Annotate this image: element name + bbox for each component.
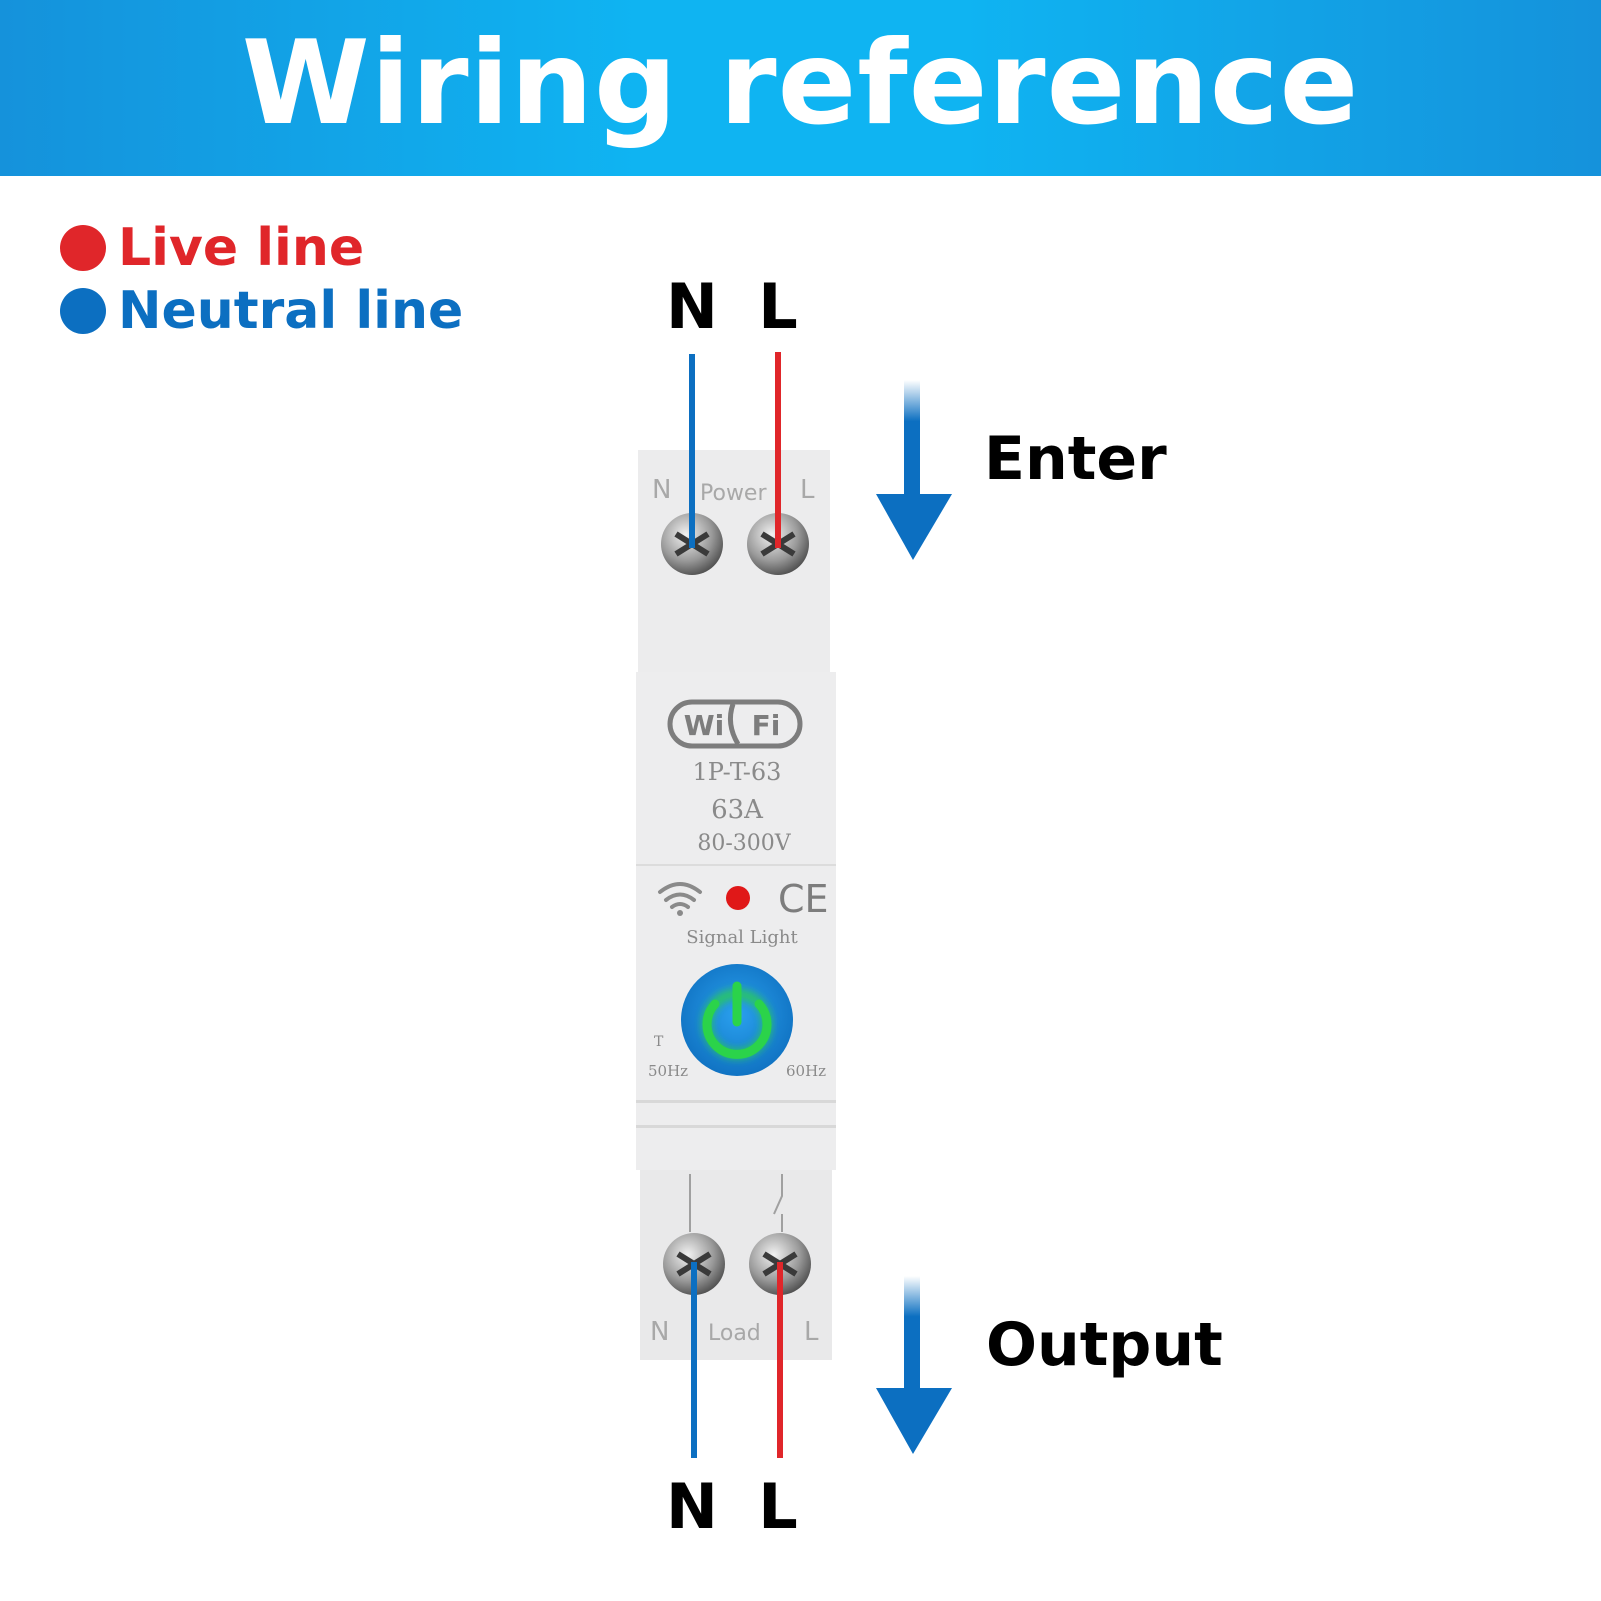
device-voltage: 80-300V — [697, 831, 791, 856]
live-dot-icon — [60, 225, 106, 271]
freq-left: 50Hz — [648, 1062, 688, 1080]
device-bottom-label: Load — [708, 1321, 761, 1346]
device-bottom-n: N — [650, 1317, 669, 1347]
enter-label: Enter — [984, 424, 1167, 494]
signal-light-label: Signal Light — [686, 927, 798, 948]
legend-live: Live line — [60, 218, 364, 278]
t-label: T — [654, 1034, 664, 1050]
device-divider — [636, 864, 836, 866]
breaker-device: N Power L Wi Fi 1P-T-63 63A 80-300V — [636, 450, 836, 1360]
freq-right: 60Hz — [786, 1062, 826, 1080]
header-banner — [0, 0, 1601, 176]
device-model: 1P-T-63 — [693, 758, 782, 786]
enter-arrow-icon — [876, 380, 952, 560]
output-arrow-icon — [876, 1276, 952, 1454]
legend-neutral: Neutral line — [60, 281, 463, 341]
ce-mark-icon: CE — [778, 877, 829, 921]
terminal-top-l: L — [758, 270, 798, 343]
device-bottom-l: L — [804, 1317, 819, 1347]
signal-led — [726, 886, 750, 910]
legend-neutral-label: Neutral line — [118, 281, 464, 341]
device-top-n: N — [652, 475, 671, 505]
power-button[interactable] — [681, 964, 793, 1076]
device-top-label: Power — [700, 481, 767, 506]
power-icon — [702, 999, 772, 1059]
device-rail-1 — [636, 1100, 836, 1103]
terminal-bottom-l: L — [758, 1470, 798, 1543]
page-title: Wiring reference — [241, 16, 1360, 151]
device-rail-2 — [636, 1125, 836, 1128]
device-current: 63A — [711, 795, 764, 825]
device-center-block — [636, 672, 836, 1170]
wifi-badge-right: Fi — [752, 709, 781, 742]
legend-live-label: Live line — [118, 218, 365, 278]
output-label: Output — [986, 1310, 1223, 1380]
neutral-dot-icon — [60, 288, 106, 334]
wifi-signal-icon — [658, 882, 702, 916]
wifi-badge-left: Wi — [684, 709, 724, 742]
switch-symbol-icon — [773, 1174, 783, 1232]
wifi-badge-icon: Wi Fi — [667, 699, 803, 749]
device-top-l: L — [800, 475, 815, 505]
terminal-bottom-n: N — [666, 1470, 718, 1543]
terminal-top-n: N — [666, 270, 718, 343]
